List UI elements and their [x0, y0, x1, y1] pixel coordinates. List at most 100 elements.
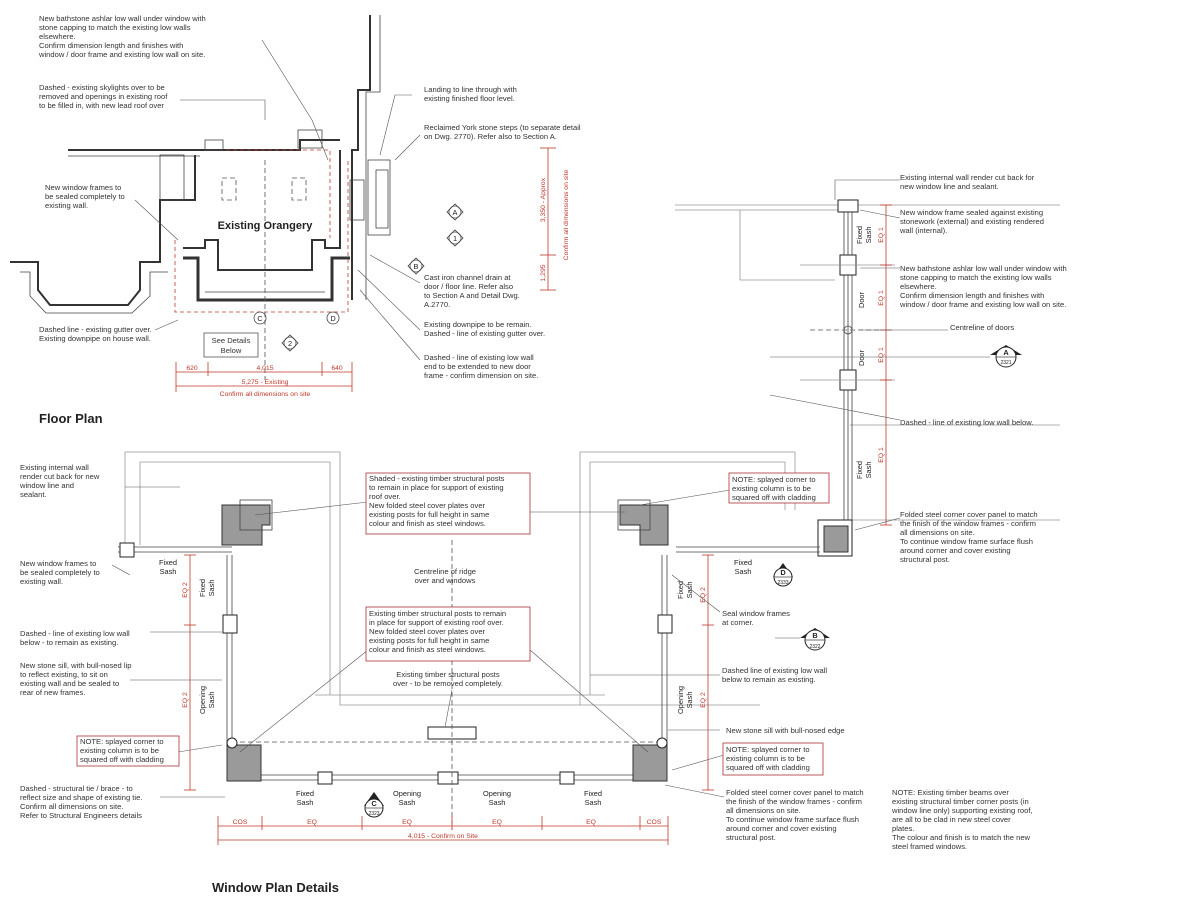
dim-640: 640	[331, 365, 343, 372]
svg-text:To continue window frame surfa: To continue window frame surface flush	[900, 537, 1033, 546]
svg-text:B: B	[414, 262, 419, 271]
svg-text:Existing timber structural pos: Existing timber structural posts	[396, 670, 500, 679]
note-posts-removed: Existing timber structural posts over - …	[393, 670, 503, 688]
svg-text:Reclaimed York stone steps (to: Reclaimed York stone steps (to separate …	[424, 123, 581, 132]
note-posts-remain: Existing timber structural posts to rema…	[369, 609, 506, 654]
house-wall	[351, 15, 371, 300]
note-low-wall-right: Dashed line of existing low wall below t…	[722, 666, 827, 684]
svg-text:Sash: Sash	[207, 692, 216, 709]
svg-text:frame - confirm dimension on s: frame - confirm dimension on site.	[424, 371, 538, 380]
section-marker-B: B 2322	[775, 628, 830, 651]
floor-plan: Existing Orangery A 1 B C D 2	[10, 14, 581, 426]
gutter-line	[174, 160, 349, 313]
svg-text:2321: 2321	[1000, 360, 1011, 366]
fixed-sash-right-v: Fixed	[676, 581, 685, 599]
floor-plan-leaders	[134, 39, 421, 361]
svg-text:Folded steel corner cover pane: Folded steel corner cover panel to match	[726, 788, 864, 797]
svg-text:New window frames to: New window frames to	[45, 183, 121, 192]
svg-text:Landing to line through with: Landing to line through with	[424, 85, 517, 94]
eq1-b: EQ 1	[878, 290, 885, 306]
svg-text:NOTE: splayed corner to: NOTE: splayed corner to	[726, 745, 810, 754]
svg-text:existing posts for full height: existing posts for full height in same	[369, 510, 489, 519]
note-box-splayed-left	[76, 735, 180, 767]
svg-text:stone capping to match the exi: stone capping to match the existing low …	[900, 273, 1052, 282]
svg-text:Sash: Sash	[864, 462, 873, 479]
marker-D: D	[326, 311, 340, 325]
svg-text:EQ: EQ	[402, 819, 412, 826]
note-steps: Reclaimed York stone steps (to separate …	[424, 123, 581, 141]
left-mullion	[222, 614, 238, 634]
eq2-left-bottom: EQ 2	[182, 692, 189, 708]
note-centreline-doors: Centreline of doors	[950, 323, 1014, 332]
svg-text:NOTE: Existing timber beams ov: NOTE: Existing timber beams over	[892, 788, 1009, 797]
svg-text:Dashed - existing skylights ov: Dashed - existing skylights over to be	[39, 83, 165, 92]
svg-text:4,015 - Confirm on Site: 4,015 - Confirm on Site	[408, 833, 478, 840]
svg-text:be sealed completely to: be sealed completely to	[20, 568, 100, 577]
note-downpipe: Existing downpipe to be remain. Dashed -…	[424, 320, 545, 338]
note-drain: Cast iron channel drain at door / floor …	[424, 273, 520, 309]
svg-text:EQ: EQ	[492, 819, 502, 826]
svg-text:steel framed windows.: steel framed windows.	[892, 842, 967, 851]
skylight-2	[291, 177, 307, 201]
svg-text:New bathstone ashlar low wall: New bathstone ashlar low wall under wind…	[900, 264, 1067, 273]
note-box-splayed-top	[728, 472, 830, 504]
svg-text:New window frame sealed agains: New window frame sealed against existing	[900, 208, 1043, 217]
svg-text:all dimensions on site.: all dimensions on site.	[900, 528, 975, 537]
svg-text:stonework (external) and exist: stonework (external) and existing render…	[900, 217, 1044, 226]
svg-text:Sash: Sash	[685, 582, 694, 599]
floor-plan-heading: Floor Plan	[39, 411, 103, 426]
svg-text:Confirm dimension length and f: Confirm dimension length and finishes wi…	[39, 41, 183, 50]
note-stone-sill: New stone sill with bull-nosed edge	[726, 726, 845, 735]
svg-text:below to remain as existing.: below to remain as existing.	[722, 675, 816, 684]
svg-text:all dimensions on site.: all dimensions on site.	[726, 806, 801, 815]
eq1-a: EQ 1	[878, 227, 885, 243]
fixed-sash-left-v: Fixed	[198, 579, 207, 597]
note-timber-beams: NOTE: Existing timber beams over existin…	[891, 788, 1033, 851]
fixed-sash-top: Fixed	[855, 226, 864, 244]
svg-text:at corner.: at corner.	[722, 618, 754, 627]
svg-text:B: B	[812, 631, 817, 640]
svg-text:colour and finish as steel win: colour and finish as steel windows.	[369, 519, 486, 528]
marker-2: 2	[281, 334, 299, 352]
svg-text:existing wall.: existing wall.	[20, 577, 63, 586]
room-label: Existing Orangery	[218, 220, 314, 232]
section-marker-A: A 2321	[990, 345, 1022, 368]
eq1-d: EQ 1	[878, 447, 885, 463]
svg-text:stone capping to match the exi: stone capping to match the existing low …	[39, 23, 191, 32]
svg-text:over and windows: over and windows	[415, 576, 476, 585]
svg-text:Shaded - existing timber struc: Shaded - existing timber structural post…	[369, 474, 505, 483]
svg-text:on Dwg. 2770). Refer also to: on Dwg. 2770). Refer also to Section A.	[424, 132, 557, 141]
svg-text:render cut back for new: render cut back for new	[20, 472, 100, 481]
svg-text:reflect size and shape of exis: reflect size and shape of existing tie.	[20, 793, 142, 802]
svg-text:rear of new frames.: rear of new frames.	[20, 688, 85, 697]
skylight-1	[221, 177, 237, 201]
eq1-c: EQ 1	[878, 347, 885, 363]
door-label-1: Door	[857, 291, 866, 308]
svg-text:removed and openings in existi: removed and openings in existing roof	[39, 92, 168, 101]
eq2-right-bottom: EQ 2	[700, 692, 707, 708]
svg-text:door / floor line. Refer also: door / floor line. Refer also	[424, 282, 513, 291]
svg-text:A.2770.: A.2770.	[424, 300, 450, 309]
right-mullion	[657, 614, 673, 634]
svg-text:Dashed - line of existing low: Dashed - line of existing low wall	[20, 629, 130, 638]
note-sill-left: New stone sill, with bull-nosed lip to r…	[20, 661, 131, 697]
svg-text:Existing internal wall: Existing internal wall	[20, 463, 89, 472]
svg-text:window / door frame and existi: window / door frame and existing low wal…	[899, 300, 1066, 309]
svg-text:to be filled in, with new lead: to be filled in, with new lead roof over	[39, 101, 164, 110]
door-label-2: Door	[857, 349, 866, 366]
dim-620: 620	[186, 365, 198, 372]
note-low-wall-below: Dashed - line of existing low wall below…	[900, 418, 1033, 427]
svg-text:NOTE: splayed corner to: NOTE: splayed corner to	[80, 737, 164, 746]
window-plan-heading: Window Plan Details	[212, 880, 339, 895]
house-wall-inner	[365, 15, 381, 300]
svg-text:structural post.: structural post.	[726, 833, 776, 842]
svg-text:A: A	[453, 208, 458, 217]
note-low-wall-left: Dashed - line of existing low wall below…	[20, 629, 130, 647]
svg-text:roof over.: roof over.	[369, 492, 401, 501]
svg-text:Sash: Sash	[489, 798, 506, 807]
svg-text:COS: COS	[233, 819, 248, 826]
svg-text:around corner and cover existi: around corner and cover existing	[726, 824, 837, 833]
svg-text:2: 2	[288, 339, 292, 348]
svg-text:Dashed line - existing gutter: Dashed line - existing gutter over.	[39, 325, 152, 334]
